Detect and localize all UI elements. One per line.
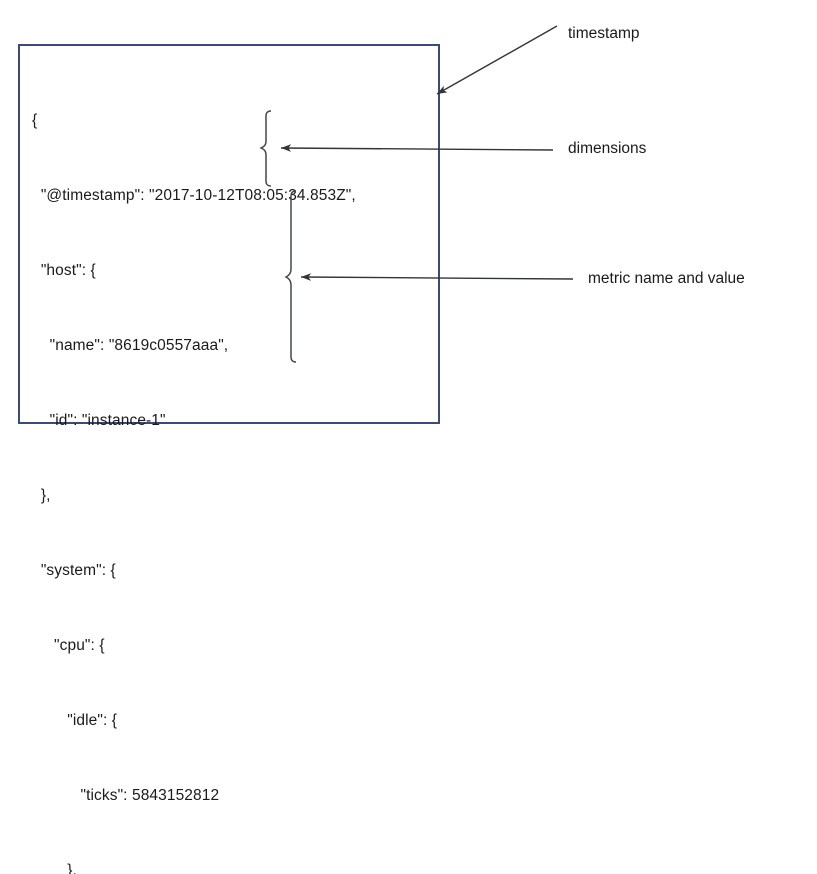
json-line: { [32, 112, 38, 129]
json-line-host-name: "name": "8619c0557aaa", [32, 337, 229, 354]
json-line-cpu-open: "cpu": { [32, 637, 105, 654]
timestamp-arrow-icon [436, 25, 558, 95]
json-line-idle-close: }, [32, 862, 77, 874]
json-document-box: { "@timestamp": "2017-10-12T08:05:34.853… [18, 44, 440, 874]
json-line-timestamp: "@timestamp": "2017-10-12T08:05:34.853Z"… [32, 187, 356, 204]
json-line-idle-open: "idle": { [32, 712, 118, 729]
diagram-canvas: { "@timestamp": "2017-10-12T08:05:34.853… [18, 25, 745, 874]
json-line-system-open: "system": { [32, 562, 116, 579]
annotation-label-dimensions: dimensions [568, 140, 647, 157]
json-line-host-id: "id": "instance-1" [32, 412, 166, 429]
json-line-host-close: }, [32, 487, 51, 504]
annotation-label-metric: metric name and value [588, 270, 745, 287]
json-code-block: { "@timestamp": "2017-10-12T08:05:34.853… [32, 58, 356, 874]
annotation-label-timestamp: timestamp [568, 25, 640, 42]
json-line-host-open: "host": { [32, 262, 96, 279]
json-line-ticks: "ticks": 5843152812 [32, 787, 220, 804]
